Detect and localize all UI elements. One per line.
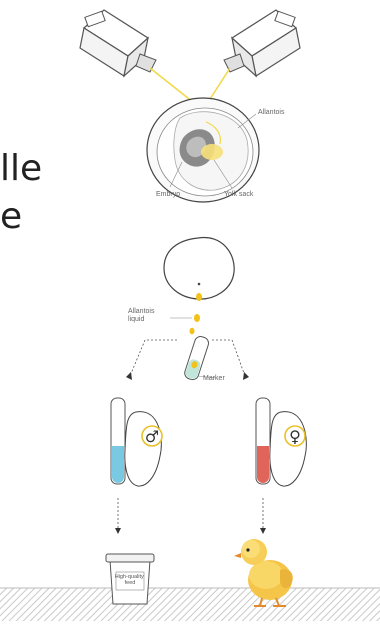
label-allantois-liquid-line2: liquid: [128, 316, 144, 323]
down-arrow-female: [260, 498, 266, 534]
male-test-tube: [111, 398, 125, 484]
label-marker: Marker: [203, 375, 225, 382]
female-symbol-icon: ♀: [289, 427, 301, 446]
female-test-tube: [256, 398, 270, 484]
down-arrow-male: [115, 498, 121, 534]
female-egg: [270, 412, 307, 486]
droplet-3: [190, 328, 195, 335]
label-allantois-liquid-line1: Allantois: [128, 308, 155, 315]
sample-egg: [164, 237, 234, 299]
male-symbol-icon: ♂: [145, 427, 159, 446]
camera-left-icon: [80, 10, 156, 76]
camera-right-icon: [224, 10, 300, 76]
branch-arrow-left: [126, 340, 177, 380]
label-allantois-liquid: Allantois liquid: [128, 308, 156, 323]
droplet-1: [196, 293, 202, 301]
male-egg: [125, 412, 162, 486]
ground-hatch: [0, 588, 380, 621]
cut-off-text-line-2: e: [0, 196, 22, 237]
cut-off-text-line-1: lle: [0, 148, 42, 189]
egg-cross-section: [147, 98, 259, 202]
label-allantois: Allantois: [258, 109, 285, 116]
droplet-2: [194, 314, 200, 322]
feed-label-line2: feed: [125, 580, 136, 586]
label-embryo: Embryo: [156, 191, 180, 198]
label-yolk-sack: Yolk sack: [224, 191, 254, 198]
branch-arrow-right: [212, 340, 249, 380]
